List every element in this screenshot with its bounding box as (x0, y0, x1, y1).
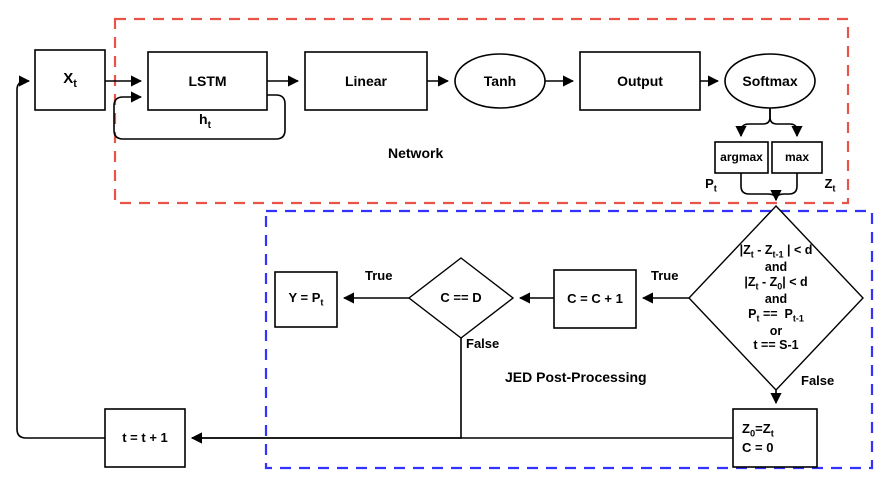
condition-true-label: True (651, 268, 679, 283)
softmax-node-shape (724, 53, 816, 109)
tanh-node-shape (454, 53, 546, 109)
condition-node-shape (688, 204, 864, 392)
argmax-node-shape (714, 141, 769, 174)
condition-false-label: False (801, 373, 835, 388)
edge-hidden-recurrent (113, 91, 286, 140)
jed-group-border (264, 209, 874, 470)
reset-node-shape (732, 408, 818, 468)
network-group-label: Network (388, 145, 444, 161)
counter-inc-node-shape (553, 269, 637, 329)
lstm-node-shape (147, 51, 268, 111)
edge-softmax-to-max (769, 108, 803, 138)
linear-node-shape (304, 51, 428, 111)
time-inc-node-shape (104, 408, 186, 468)
edge-softmax-to-argmax (735, 108, 771, 138)
edge-argmax-to-condition (740, 173, 782, 202)
counter-check-false-label: False (466, 336, 500, 351)
edge-max-to-condition (770, 173, 798, 202)
edge-counter-check-false-to-time-inc (190, 338, 462, 444)
jed-group-label: JED Post-Processing (505, 369, 647, 385)
network-group-border (113, 17, 850, 205)
counter-check-true-label: True (365, 268, 393, 283)
emit-node-shape (274, 271, 338, 328)
counter-check-node-shape (407, 257, 515, 339)
output-node-shape (579, 51, 701, 111)
input-node-shape (34, 49, 106, 111)
max-node-shape (771, 141, 823, 174)
edge-time-inc-to-input (16, 75, 105, 439)
